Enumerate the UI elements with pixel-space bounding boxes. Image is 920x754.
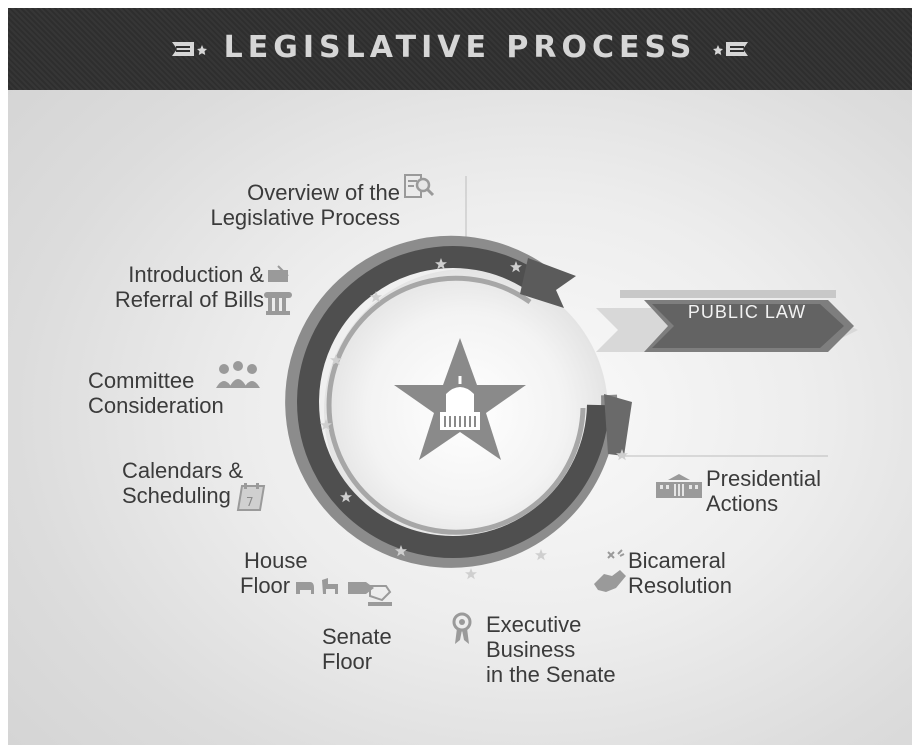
public-law-label[interactable]: PUBLIC LAW <box>687 302 807 322</box>
step-calendars-line-1: Calendars & <box>122 458 244 483</box>
public-law-arrow <box>596 290 858 352</box>
step-bicameral[interactable]: Bicameral Resolution <box>628 548 768 598</box>
right-flag-icon <box>712 41 748 56</box>
step-executive-line-1: Executive <box>486 612 582 637</box>
process-ring-diagram <box>285 176 858 580</box>
elephant-donkey-icon <box>296 578 392 606</box>
step-overview[interactable]: Overview of the Legislative Process <box>204 180 400 230</box>
title-banner: LEGISLATIVE PROCESS <box>8 8 912 90</box>
svg-text:7: 7 <box>246 495 254 509</box>
step-executive[interactable]: Executive Business in the Senate <box>486 612 656 687</box>
white-house-icon <box>656 474 702 498</box>
capitol-star-icon <box>394 338 526 460</box>
step-senate-line-1: Senate <box>322 624 392 649</box>
document-search-icon <box>404 174 435 198</box>
step-bicameral-line-2: Resolution <box>628 573 732 598</box>
ring-dark-band <box>297 246 609 558</box>
step-introduction-line-2: Referral of Bills <box>114 287 264 312</box>
step-executive-line-2: Business <box>486 637 576 662</box>
ring-right-tail <box>604 394 632 456</box>
ring-light-band <box>285 235 618 568</box>
step-introduction[interactable]: Introduction & Referral of Bills <box>80 262 264 312</box>
step-senate[interactable]: Senate Floor <box>322 624 412 674</box>
step-presidential[interactable]: Presidential Actions <box>706 466 846 516</box>
step-presidential-line-2: Actions <box>706 491 779 516</box>
step-committee[interactable]: Committee Consideration <box>88 368 228 418</box>
ring-inner-edge <box>326 275 586 535</box>
ribbon-award-icon <box>452 612 472 644</box>
infographic-canvas: LEGISLATIVE PROCESS <box>8 8 912 745</box>
step-executive-line-3: in the Senate <box>486 662 616 687</box>
step-calendars-line-2: Scheduling <box>122 483 231 508</box>
calendar-icon: 7 <box>236 483 266 511</box>
step-committee-line-2: Consideration <box>88 393 224 418</box>
step-calendars[interactable]: Calendars & Scheduling <box>122 458 262 508</box>
step-bicameral-line-1: Bicameral <box>628 548 726 573</box>
ring-stars <box>320 258 628 580</box>
page-title: LEGISLATIVE PROCESS <box>223 30 697 65</box>
step-introduction-line-1: Introduction & <box>128 262 264 287</box>
handshake-icon <box>594 549 626 592</box>
step-overview-line-1: Overview of the <box>247 180 400 205</box>
people-group-icon <box>216 361 260 388</box>
step-house-line-2: Floor <box>240 573 291 598</box>
step-presidential-line-1: Presidential <box>706 466 821 491</box>
quill-column-icon <box>264 265 292 315</box>
left-flag-icon <box>172 41 208 56</box>
step-house-line-1: House <box>244 548 308 573</box>
step-overview-line-2: Legislative Process <box>210 205 400 230</box>
step-house[interactable]: House Floor <box>240 548 320 598</box>
ring-top-tail <box>520 258 576 308</box>
step-committee-line-1: Committee <box>88 368 195 393</box>
banner-title-row: LEGISLATIVE PROCESS <box>8 8 912 90</box>
step-senate-line-2: Floor <box>322 649 373 674</box>
